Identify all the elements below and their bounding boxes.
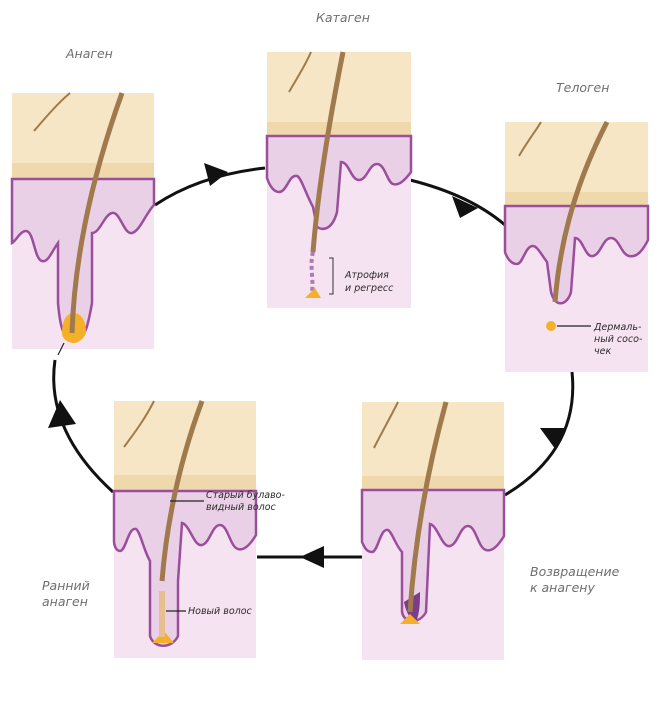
arrow-early-to-anagen: [52, 359, 115, 494]
annotation-papilla-line2: ный сосо-: [594, 334, 643, 345]
arrowhead-2: [452, 196, 478, 218]
annotation-new-hair: Новый волос: [188, 606, 253, 617]
annotation-old-hair-line2: видный волос: [206, 502, 277, 513]
annotation-atrophy-line2: и регресс: [345, 283, 394, 294]
label-early-anagen-line2: анаген: [42, 594, 88, 609]
arrowhead-4: [300, 546, 324, 568]
panel-telogen: [503, 120, 650, 372]
annotation-atrophy-line1: Атрофия: [344, 270, 389, 281]
annotation-papilla-line3: чек: [594, 346, 611, 357]
label-catagen: Катаген: [316, 10, 370, 25]
arrowhead-5: [48, 400, 76, 428]
annotation-papilla-line1: Дермаль-: [593, 322, 642, 333]
label-early-anagen-line1: Ранний: [42, 578, 90, 593]
arrow-anagen-to-catagen: [154, 166, 266, 207]
arrowhead-3: [540, 428, 565, 450]
label-anagen: Анаген: [65, 46, 113, 61]
panel-early-anagen: [112, 400, 258, 658]
arrow-catagen-to-telogen: [409, 178, 506, 227]
label-return-anagen-line1: Возвращение: [530, 564, 620, 579]
label-return-anagen-line2: к анагену: [530, 580, 595, 595]
panel-anagen: [10, 92, 156, 356]
panel-catagen: [265, 51, 413, 308]
panel-return-anagen: [360, 401, 506, 660]
arrow-heads: [48, 163, 565, 568]
arrowhead-1: [204, 163, 228, 186]
label-telogen: Телоген: [556, 80, 609, 95]
annotation-old-hair-line1: Старый булаво-: [206, 490, 285, 501]
